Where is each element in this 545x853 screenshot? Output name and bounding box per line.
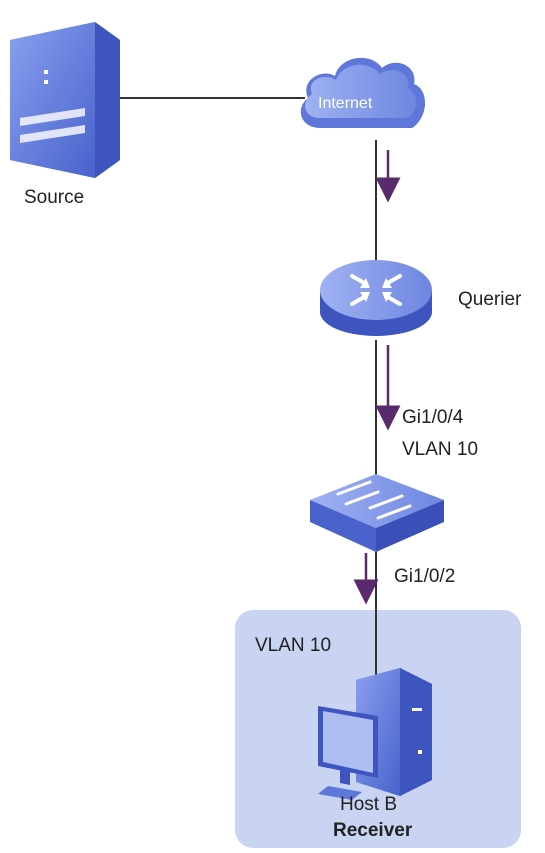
downlink-port-label: Gi1/0/2 (394, 566, 455, 587)
server-icon (10, 22, 120, 178)
host-role-label: Receiver (333, 820, 413, 841)
computer-icon (318, 668, 432, 800)
vlan-zone-label: VLAN 10 (255, 635, 331, 656)
router-icon (320, 260, 432, 336)
source-label: Source (24, 187, 84, 208)
switch-icon (310, 474, 444, 552)
uplink-port-label: Gi1/0/4 (402, 407, 464, 428)
cloud-icon (300, 57, 426, 129)
internet-label: Internet (318, 95, 373, 112)
host-name-label: Host B (340, 794, 397, 815)
uplink-vlan-label: VLAN 10 (402, 439, 478, 460)
querier-label: Querier (458, 289, 522, 310)
